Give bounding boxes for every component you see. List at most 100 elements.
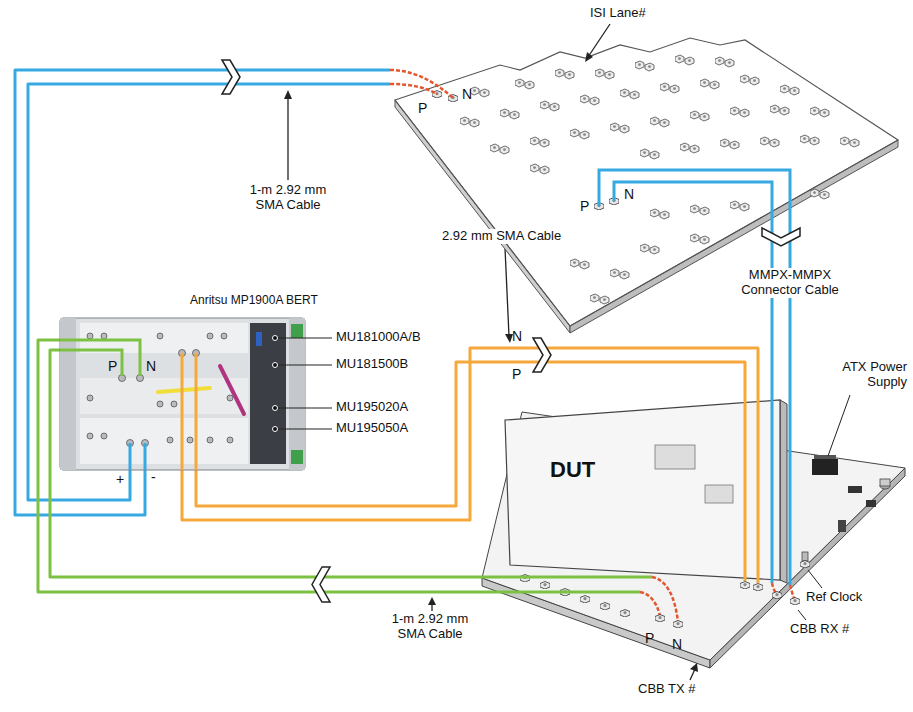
cable-connector — [15, 70, 390, 515]
isi-lane-connectors — [460, 55, 859, 304]
cable-inside — [505, 576, 652, 579]
dut-card: DUT — [505, 395, 805, 610]
cable-end-connector — [432, 91, 619, 211]
polarity-label: - — [151, 469, 156, 485]
panel-connector — [157, 333, 163, 339]
isi-lane-connectors — [515, 79, 534, 89]
isi-board-drawing — [570, 140, 898, 333]
leader-line — [828, 395, 850, 456]
isi-lane-connectors — [800, 135, 819, 145]
panel-connector — [87, 395, 93, 401]
cable-inside — [144, 443, 147, 470]
callout-arrow — [431, 604, 432, 611]
ref-clock-connector — [800, 561, 810, 569]
dut-card-drawing — [705, 485, 733, 503]
cable-end-connector — [673, 621, 683, 629]
cable-label: 1-m 2.92 mm SMA Cable — [238, 183, 338, 213]
panel-connector — [207, 437, 213, 443]
pin-label: P — [645, 630, 654, 646]
isi-lane-connectors — [530, 164, 549, 174]
isi-lane-connectors — [570, 259, 589, 269]
isi-lane-connectors — [640, 244, 659, 254]
part-label: CBB RX # — [790, 622, 849, 637]
isi-lane-connectors — [840, 137, 859, 147]
mmpx-cable — [614, 182, 772, 333]
isi-lane-connectors — [650, 209, 669, 219]
module-leader — [273, 363, 278, 368]
tx-connector-row — [580, 596, 590, 604]
module-leader — [273, 427, 278, 432]
cable-inside — [60, 340, 196, 470]
isi-lane-connectors — [580, 95, 599, 105]
isi-lane-connectors — [770, 105, 789, 115]
bert-instrument-drawing — [291, 450, 303, 464]
isi-lane-connectors — [590, 294, 609, 304]
mmpx-cable — [762, 228, 800, 246]
cable-inside — [195, 353, 198, 470]
pin-label: N — [146, 358, 156, 374]
cable-end-connector — [790, 598, 800, 606]
polarity-label: + — [116, 471, 124, 487]
cable-inside — [505, 591, 640, 594]
bert-instrument-drawing — [289, 318, 305, 470]
board-parts — [866, 500, 876, 507]
ref-clock-connector — [802, 552, 808, 561]
pin-label: P — [108, 358, 117, 374]
module-leader — [273, 406, 278, 411]
isi-lane-connectors — [730, 107, 749, 117]
panel-connector — [227, 437, 233, 443]
mmpx-cable — [599, 170, 800, 333]
isi-lane-connectors — [570, 129, 589, 139]
dut-card-drawing — [780, 400, 787, 583]
cable-label: MMPX-MMPX Connector Cable — [728, 268, 852, 298]
module-label: MU195050A — [336, 421, 408, 436]
isi-board-drawing — [395, 100, 570, 333]
tx-connector-row — [540, 582, 550, 590]
module-label: MU181000A/B — [336, 330, 421, 345]
cable-tail — [390, 84, 437, 94]
bert-instrument-drawing — [158, 388, 210, 392]
isi-lane-connectors — [700, 79, 719, 89]
callout-arrow — [588, 24, 610, 57]
callout-arrow — [585, 52, 593, 62]
isi-lane-connectors — [730, 201, 749, 211]
tx-connector-row — [520, 575, 630, 618]
cable-inside — [789, 395, 792, 585]
callout-arrow — [505, 334, 513, 343]
isi-lane-connectors — [635, 61, 654, 71]
mmpx-cable — [599, 170, 790, 333]
cable-inside — [744, 395, 747, 581]
isi-lane-connectors — [780, 85, 799, 95]
cable-inside — [60, 340, 140, 376]
isi-lane-connectors — [500, 109, 519, 119]
module-leader — [275, 338, 332, 339]
module-label: MU181500B — [336, 357, 408, 372]
callout-arrow — [287, 97, 288, 180]
instrument-title: Anritsu MP1900A BERT — [190, 294, 318, 308]
panel-connector — [157, 401, 163, 407]
part-label: CBB TX # — [638, 682, 696, 697]
cable-break-symbol — [222, 60, 551, 602]
cable-end-connector — [655, 615, 665, 623]
bert-instrument-drawing — [60, 318, 305, 470]
bert-instrument-drawing — [220, 366, 244, 414]
tx-connector-row — [620, 610, 630, 618]
callout-arrow — [585, 24, 610, 62]
cable-inside — [505, 395, 790, 592]
cable-tail — [640, 577, 795, 622]
board-parts — [848, 486, 862, 493]
board-parts — [838, 479, 890, 532]
bert-instrument-drawing — [60, 318, 305, 470]
bert-instrument-drawing — [250, 323, 286, 464]
atx-power-block — [812, 459, 838, 475]
cable-line — [28, 84, 390, 500]
leader-line — [798, 395, 850, 620]
cable-connector — [772, 333, 790, 395]
tx-connector-row — [600, 603, 610, 611]
cable-tail — [652, 577, 678, 622]
isi-lane-connectors — [540, 101, 559, 111]
module-leader — [275, 408, 332, 409]
cable-line — [771, 333, 774, 395]
